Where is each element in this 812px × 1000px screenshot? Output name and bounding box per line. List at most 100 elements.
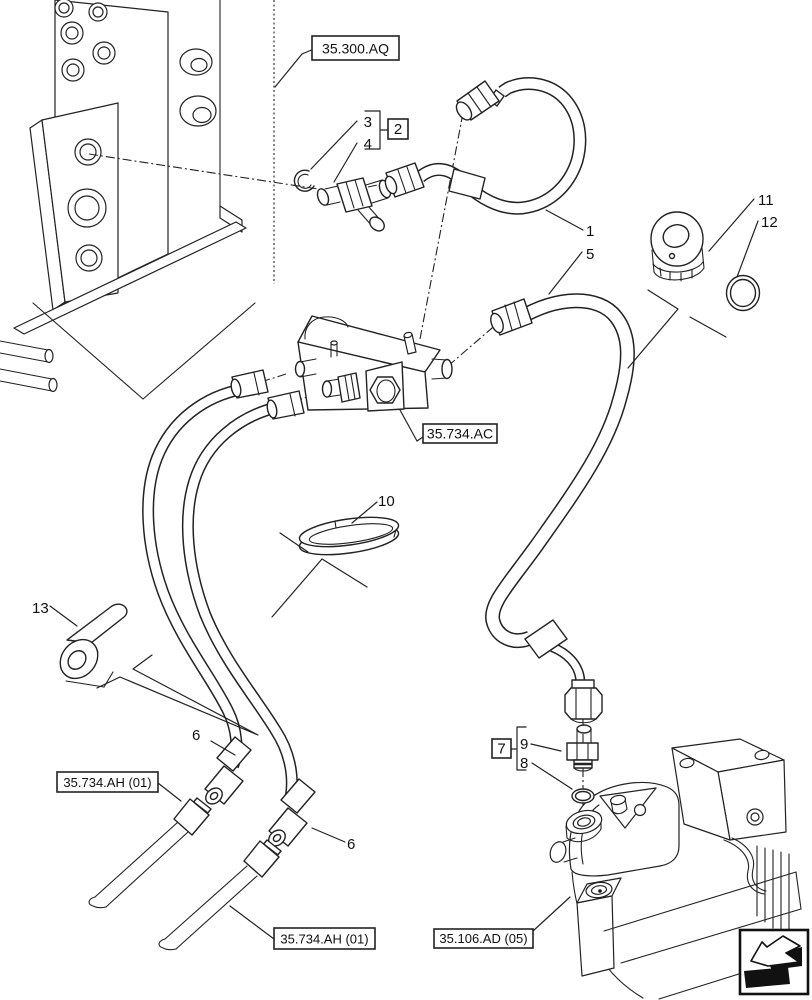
leader-lines-shape bbox=[96, 654, 259, 736]
hydraulic-pump-shape bbox=[562, 837, 578, 863]
callout-9: 9 bbox=[520, 736, 528, 753]
valve-block-shape bbox=[403, 331, 413, 339]
elbow-fitting-part4-shape bbox=[345, 179, 364, 209]
ref-label-35-106-ad[interactable]: 35.106.AD (05) bbox=[433, 928, 534, 949]
hose5-top-fitting-shape bbox=[504, 301, 522, 331]
elbow-fitting-part4 bbox=[316, 177, 392, 232]
leader-lines-shape bbox=[736, 220, 759, 278]
hose6b-valve-nut bbox=[266, 390, 305, 420]
manifold-assembly-shape bbox=[13, 221, 247, 335]
leader-lines-shape bbox=[708, 198, 755, 252]
ref-label-35-300-aq[interactable]: 35.300.AQ bbox=[311, 35, 400, 61]
hydraulic-pump-shape bbox=[671, 747, 731, 841]
leader-lines-shape bbox=[545, 209, 584, 231]
hose1-top-fitting-shape bbox=[467, 86, 492, 114]
hose6b-end-nut bbox=[268, 778, 316, 847]
hose6b-valve-nut-shape bbox=[289, 393, 296, 417]
callout-6a: 6 bbox=[192, 727, 200, 744]
adapter-tube-b bbox=[158, 839, 282, 951]
hydraulic-pump-shape bbox=[754, 749, 770, 761]
ref-label-35-734-ah-1-shape[interactable] bbox=[56, 771, 159, 793]
ref-label-35-300-aq-text[interactable]: 35.300.AQ bbox=[322, 41, 389, 57]
o-ring-part8 bbox=[571, 788, 595, 804]
callout-5: 5 bbox=[586, 246, 594, 263]
leader-lines-shape bbox=[333, 142, 358, 183]
adapter-tube-a-shape bbox=[173, 798, 210, 836]
ref-label-35-734-ac-text[interactable]: 35.734.AC bbox=[427, 426, 493, 442]
manifold-assembly-shape bbox=[97, 46, 111, 60]
manifold-assembly-shape bbox=[0, 340, 49, 363]
valve-block-shape bbox=[441, 358, 453, 380]
o-ring-part12-shape bbox=[729, 278, 757, 308]
leader-lines-shape bbox=[510, 726, 527, 771]
callout-1: 1 bbox=[586, 223, 594, 240]
leader-lines-shape bbox=[210, 740, 236, 756]
o-ring-part8-shape bbox=[574, 790, 592, 802]
elbow-fitting-part4-shape bbox=[336, 177, 373, 213]
cushion-clamp-part13 bbox=[59, 603, 128, 688]
leader-lines bbox=[49, 48, 759, 940]
ref-label-35-300-aq-shape[interactable] bbox=[311, 35, 400, 61]
ref-label-35-734-ac-shape[interactable] bbox=[422, 423, 498, 444]
valve-block-shape bbox=[344, 374, 356, 401]
view-direction-arrow-base bbox=[744, 967, 790, 988]
ref-label-35-106-ad-shape[interactable] bbox=[433, 928, 534, 949]
cushion-clamp-part13-shape bbox=[66, 603, 128, 644]
hydraulic-pump-shape bbox=[609, 794, 627, 806]
hose-6a bbox=[142, 383, 245, 769]
manifold-assembly-shape bbox=[192, 106, 212, 124]
plug-part11 bbox=[650, 211, 705, 282]
centerlines-shape bbox=[88, 153, 319, 190]
hose6a-end-nut bbox=[204, 736, 252, 805]
hydraulic-pump-shape bbox=[577, 817, 591, 827]
callout-12: 12 bbox=[761, 214, 778, 231]
hose5-ferrule bbox=[524, 619, 568, 659]
fitting-part9 bbox=[566, 724, 599, 772]
ref-label-35-106-ad-text[interactable]: 35.106.AD (05) bbox=[439, 931, 527, 946]
ref-label-35-734-ah-1[interactable]: 35.734.AH (01) bbox=[56, 771, 159, 793]
hose6b-end-nut-shape bbox=[280, 778, 316, 814]
manifold-assembly-shape bbox=[66, 63, 80, 77]
fitting-part9-shape bbox=[573, 767, 593, 772]
ref-label-35-734-ah-1-text[interactable]: 35.734.AH (01) bbox=[63, 775, 151, 790]
callout-11: 11 bbox=[758, 192, 774, 209]
hose-6a-shape bbox=[143, 384, 244, 768]
ref-label-35-734-ah-2-shape[interactable] bbox=[273, 927, 376, 950]
callout-box-7-shape bbox=[491, 738, 512, 759]
callout-13: 13 bbox=[32, 600, 49, 617]
valve-block-shape bbox=[299, 358, 317, 378]
hose1-ferrule bbox=[448, 168, 486, 200]
ref-label-35-734-ah-2-text[interactable]: 35.734.AH (01) bbox=[280, 932, 368, 947]
hydraulic-pump bbox=[549, 738, 807, 1000]
leader-lines-shape bbox=[531, 762, 573, 790]
manifold-assembly-shape bbox=[190, 57, 208, 73]
o-ring-part12 bbox=[725, 274, 761, 312]
callout-10: 10 bbox=[378, 493, 395, 510]
leader-lines-shape bbox=[311, 827, 346, 843]
callout-box-7: 7 bbox=[491, 738, 512, 759]
callout-box-2: 2 bbox=[387, 118, 409, 140]
adapter-tube-b-shape bbox=[158, 938, 177, 951]
fitting-part9-shape bbox=[566, 742, 599, 761]
hose-5-shape bbox=[485, 293, 635, 649]
snap-ring-part3-shape bbox=[297, 173, 312, 189]
fitting-part9-shape bbox=[576, 724, 592, 734]
hose6a-end-nut-shape bbox=[209, 791, 219, 801]
leader-lines-shape bbox=[274, 48, 315, 88]
band-clamp-part10-shape bbox=[334, 520, 397, 538]
hose-6b bbox=[181, 401, 298, 796]
snap-ring-part3-shape bbox=[293, 169, 315, 192]
hose5-top-fitting-shape bbox=[490, 312, 504, 334]
hydraulic-pump-shape bbox=[549, 841, 567, 863]
ref-label-35-734-ac[interactable]: 35.734.AC bbox=[422, 423, 498, 444]
manifold-assembly-shape bbox=[79, 143, 97, 161]
fitting-part9-shape bbox=[576, 728, 592, 744]
hydraulic-pump-shape bbox=[731, 837, 767, 892]
hose1-ferrule-shape bbox=[448, 168, 486, 200]
leader-lines-shape bbox=[399, 409, 424, 442]
adapter-tube-b-shape bbox=[164, 865, 258, 950]
callout-4: 4 bbox=[364, 136, 372, 153]
cushion-clamp-part13-shape bbox=[67, 650, 87, 670]
ref-label-35-734-ah-2[interactable]: 35.734.AH (01) bbox=[273, 927, 376, 950]
